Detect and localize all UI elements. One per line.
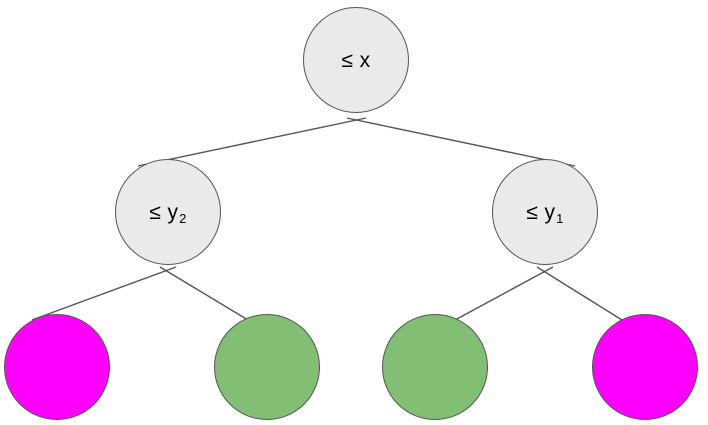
tree-leaf-1[interactable]: [4, 314, 110, 420]
tree-node-right-internal[interactable]: ≤ y1: [492, 159, 598, 265]
edge-right-leaf4: [536, 266, 623, 321]
edge-left-leaf1: [31, 266, 177, 321]
edge-right-leaf3: [454, 266, 554, 321]
tree-node-left-internal[interactable]: ≤ y2: [115, 159, 221, 265]
tree-node-left-internal-label: ≤ y2: [149, 200, 187, 226]
tree-leaf-2[interactable]: [214, 314, 320, 420]
tree-leaf-3[interactable]: [382, 314, 488, 420]
tree-node-right-internal-label: ≤ y1: [526, 200, 564, 226]
tree-node-root[interactable]: ≤ x: [303, 7, 409, 113]
tree-node-root-label: ≤ x: [341, 48, 371, 72]
tree-leaf-4[interactable]: [592, 314, 698, 420]
edge-left-leaf2: [159, 266, 249, 321]
